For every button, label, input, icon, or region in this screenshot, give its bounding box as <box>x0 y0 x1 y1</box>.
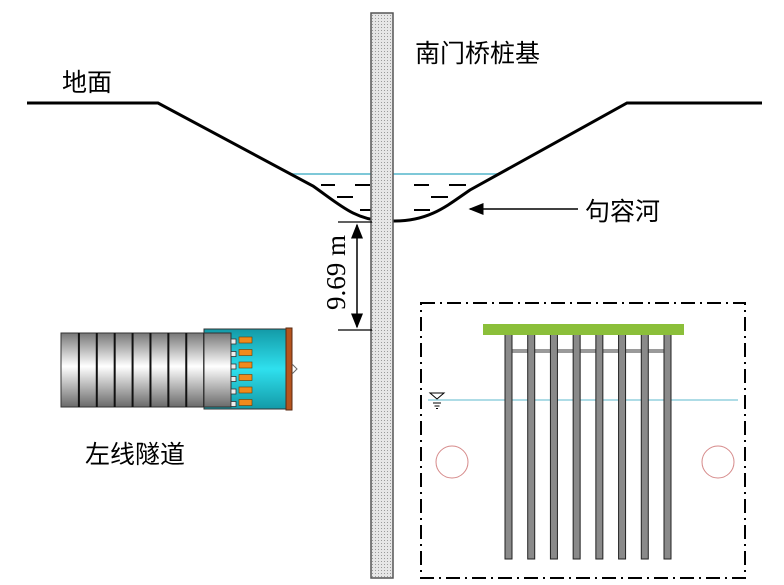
pile <box>663 333 672 560</box>
inset-pile-group <box>420 302 746 579</box>
tbm-cutter <box>238 399 253 406</box>
tbm-cutter <box>238 374 253 381</box>
tbm-cutterhead <box>285 327 293 411</box>
pile <box>640 333 649 560</box>
bridge-pile <box>370 12 394 579</box>
tbm-cutter-mount <box>230 351 237 357</box>
tbm-cutter-mount <box>230 376 237 382</box>
pile <box>527 333 536 560</box>
pile-cap <box>483 324 684 335</box>
pile-tie-beam <box>505 349 670 353</box>
bridge-pile-label: 南门桥桩基 <box>415 39 540 68</box>
tbm-cutter-mount <box>230 388 237 395</box>
tbm-cutter-mount <box>230 363 237 370</box>
tbm-cutter <box>238 336 253 344</box>
inset-frame <box>420 302 746 579</box>
tbm-cutters <box>230 336 253 407</box>
tunnel-circle-right <box>701 445 735 479</box>
tbm-cutter-mount <box>230 401 237 407</box>
inset-piles <box>504 333 672 560</box>
river-label: 句容河 <box>585 197 660 226</box>
clearance-dimension-label: 9.69 m <box>321 235 351 310</box>
ground-label: 地面 <box>62 68 112 97</box>
pile <box>595 333 604 560</box>
tunnel-label: 左线隧道 <box>85 440 185 469</box>
pile <box>504 333 513 560</box>
pile <box>572 333 581 560</box>
tunnel-boring-machine <box>60 327 298 411</box>
tunnel-segments-front <box>203 332 232 408</box>
tbm-nose <box>291 363 298 375</box>
tbm-cutter <box>238 386 253 394</box>
tbm-cutter <box>238 349 253 356</box>
water-level-icon <box>428 392 446 409</box>
tbm-cutter-mount <box>230 338 237 345</box>
pile <box>549 333 558 560</box>
tbm-cutter <box>238 361 253 369</box>
water-dashes <box>321 184 466 211</box>
tunnel-circle-left <box>435 445 469 479</box>
pile <box>618 333 627 560</box>
